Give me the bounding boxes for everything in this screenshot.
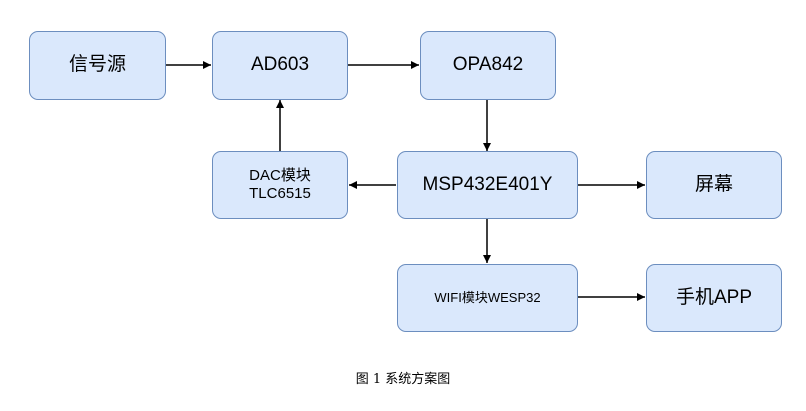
node-signal-source-label: 信号源	[68, 54, 126, 76]
node-dac-module: DAC模块 TLC6515	[212, 151, 348, 219]
node-screen: 屏幕	[646, 151, 782, 219]
figure-caption: 图 1 系统方案图	[355, 372, 451, 387]
node-ad603: AD603	[212, 31, 348, 100]
node-phone-app: 手机APP	[646, 264, 782, 332]
node-wifi-module: WIFI模块WESP32	[397, 264, 578, 332]
node-signal-source: 信号源	[29, 31, 166, 100]
node-opa842: OPA842	[420, 31, 556, 100]
node-mcu: MSP432E401Y	[397, 151, 578, 219]
node-opa842-label: OPA842	[452, 54, 524, 76]
node-screen-label: 屏幕	[694, 173, 733, 195]
node-dac-label-line1: DAC模块	[249, 167, 311, 184]
node-wifi-label: WIFI模块WESP32	[434, 290, 541, 306]
node-phone-app-label: 手机APP	[675, 286, 753, 308]
node-ad603-label: AD603	[250, 54, 310, 76]
node-dac-label-line2: TLC6515	[249, 185, 311, 202]
node-mcu-label: MSP432E401Y	[422, 173, 553, 195]
